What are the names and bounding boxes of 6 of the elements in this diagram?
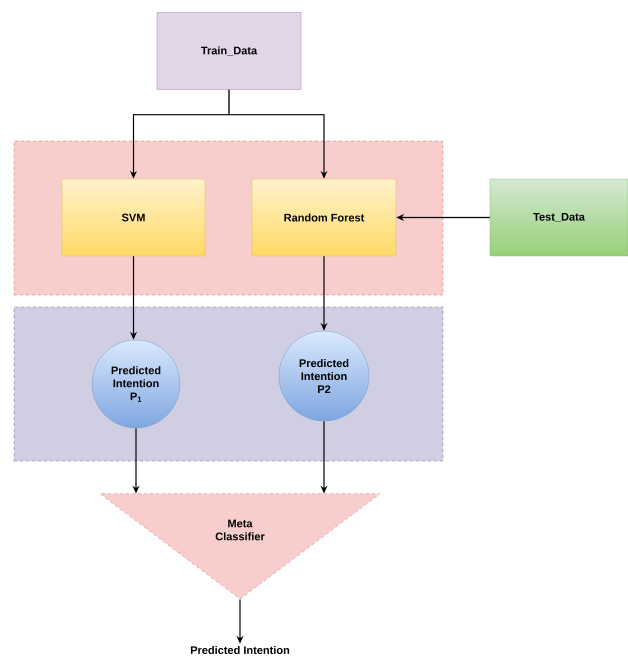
classifier-triangle: Meta Classifier xyxy=(100,494,380,600)
process-box: Train_Data xyxy=(156,12,302,90)
output-label: Predicted Intention xyxy=(190,646,290,654)
process-box: Random Forest xyxy=(252,178,396,256)
process-box: Test_Data xyxy=(490,178,628,256)
process-box: SVM xyxy=(62,178,206,256)
